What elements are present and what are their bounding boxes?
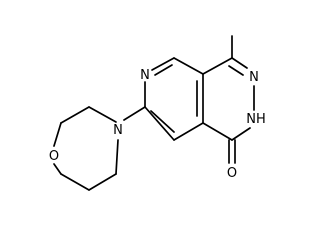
bond-c4-n3 <box>231 57 248 69</box>
bond-c5-n6 <box>151 57 175 71</box>
bond-c8-c8a <box>173 122 204 141</box>
morpholine-bond-n-c1 <box>88 106 117 123</box>
atom-label-carbonyl-o: O <box>227 166 237 181</box>
morpholine-bond-c5-n <box>115 139 119 175</box>
bond-n2-c1 <box>231 127 251 141</box>
bond-c7-morpholine-n <box>123 106 146 121</box>
atom-label-morpholine-n: N <box>113 123 123 138</box>
morpholine-bond-c4-c5 <box>88 173 117 191</box>
atom-label-morpholine-o: O <box>49 149 59 164</box>
atom-label-nh: NH <box>246 112 266 127</box>
morpholine-bond-o-c3 <box>53 163 62 175</box>
morpholine-bond-c3-c4 <box>60 173 90 191</box>
bond-c1-c8a <box>202 122 233 141</box>
atom-label-ring-n: N <box>249 70 259 85</box>
bond-c4a-c5 <box>173 57 204 75</box>
atom-labels: N N NH O N O <box>49 68 266 181</box>
bond-c7-c8-inner <box>150 110 175 133</box>
bond-c4-c4a <box>202 57 233 75</box>
chemical-structure: N N NH O N O <box>49 35 266 191</box>
bond-c5-n6-inner <box>154 64 173 76</box>
bond-c4-n3-inner <box>228 65 244 76</box>
bond-c7-c8 <box>144 106 175 141</box>
morpholine-bond-c1-c2 <box>60 106 90 124</box>
morpholine-bond-c2-o <box>53 122 62 147</box>
bonds <box>53 35 255 191</box>
atom-label-pyridine-n: N <box>140 68 150 83</box>
